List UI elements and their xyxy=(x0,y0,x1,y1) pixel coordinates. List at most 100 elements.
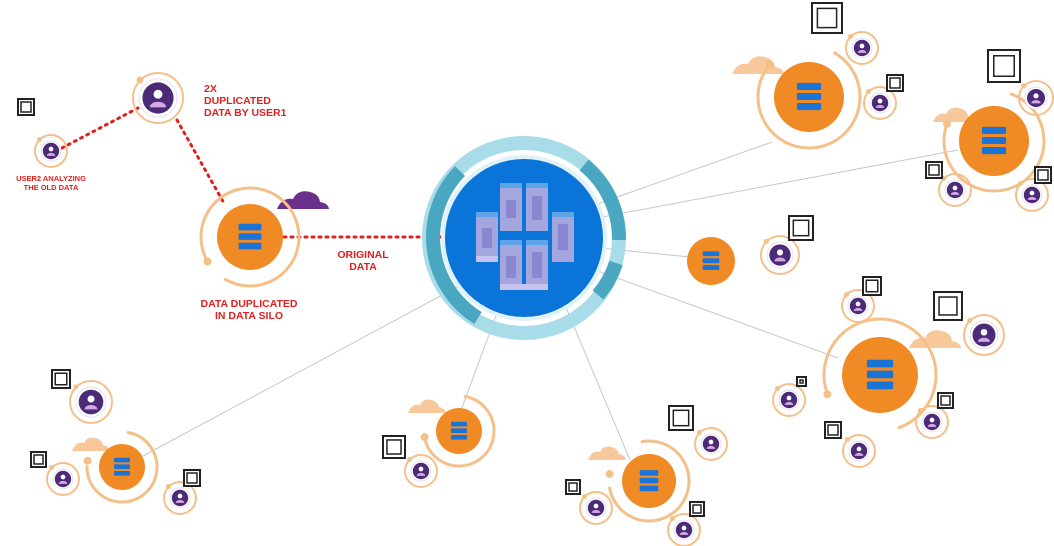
orbit-dot xyxy=(605,470,614,479)
user-ring xyxy=(842,434,876,468)
database-icon xyxy=(796,82,822,111)
database-icon xyxy=(639,470,659,492)
orbit-dot xyxy=(765,60,774,69)
link-line xyxy=(594,141,773,206)
user-ring-dot xyxy=(48,464,54,470)
square-frame-icon xyxy=(987,49,1021,83)
user-node xyxy=(1015,178,1049,212)
user-node xyxy=(579,491,613,525)
user-ring xyxy=(760,235,800,275)
central-data-hub xyxy=(422,136,627,340)
cloud-icon xyxy=(909,330,961,348)
user-ring xyxy=(404,454,438,488)
user-nodes xyxy=(34,31,1054,546)
orbit-ring xyxy=(199,186,301,288)
cloud-icon xyxy=(72,437,110,451)
user-ring xyxy=(132,72,184,124)
user1-label-line3: DATA BY USER1 xyxy=(204,107,287,119)
orbit-dot xyxy=(203,257,212,266)
square-frame-icon xyxy=(925,161,943,179)
user-ring xyxy=(1015,178,1049,212)
user-node xyxy=(34,134,68,168)
orbit-ring xyxy=(608,439,691,523)
database-node xyxy=(942,92,1046,193)
orbit-dot xyxy=(83,456,92,465)
database-icon xyxy=(702,251,720,270)
orbit-ring xyxy=(822,317,938,430)
hub-ring-segment xyxy=(592,260,623,300)
user-ring-dot xyxy=(406,456,412,462)
orbit-dot xyxy=(420,433,429,442)
user-node xyxy=(760,235,800,275)
square-frame-icon xyxy=(811,2,843,34)
database-node xyxy=(822,317,938,430)
database-icon xyxy=(451,421,467,440)
database-node xyxy=(756,51,862,150)
cloud-icon xyxy=(933,107,975,122)
square-frame-icon xyxy=(862,276,882,296)
database-node xyxy=(83,431,159,504)
square-frame-icon xyxy=(886,74,904,92)
dotted-line-user2-user1 xyxy=(60,106,140,150)
user-node xyxy=(938,173,972,207)
user-node xyxy=(163,481,197,515)
user-ring-dot xyxy=(669,515,675,521)
user-node xyxy=(841,289,875,323)
user-ring xyxy=(1018,80,1054,116)
cloud-icon xyxy=(408,399,446,413)
square-frame-icon xyxy=(668,405,694,431)
user-ring xyxy=(34,134,68,168)
user-ring xyxy=(841,289,875,323)
database-node xyxy=(605,439,691,523)
link-line xyxy=(142,279,471,457)
user-ring-dot xyxy=(865,88,871,94)
user-ring xyxy=(579,491,613,525)
square-frame-icon xyxy=(937,392,954,409)
user-ring xyxy=(694,427,728,461)
silo-label-line1: DATA DUPLICATED xyxy=(200,298,297,310)
user-ring-dot xyxy=(774,385,780,391)
user-ring-dot xyxy=(967,318,973,324)
user-ring-dot xyxy=(165,483,171,489)
user-ring xyxy=(863,86,897,120)
database-node xyxy=(199,186,301,288)
user-ring-dot xyxy=(917,407,923,413)
database-icon xyxy=(114,457,130,476)
user-ring-dot xyxy=(843,291,849,297)
central-data-hub-icon xyxy=(476,183,574,290)
orbit-ring xyxy=(942,92,1046,193)
hub-ring-segment xyxy=(579,159,627,241)
user-ring xyxy=(69,380,113,424)
user-ring-dot xyxy=(696,429,702,435)
dotted-line-user1-silo xyxy=(175,118,227,207)
hub-core xyxy=(445,159,603,317)
user-node xyxy=(845,31,879,65)
user2-label-line2: THE OLD DATA xyxy=(24,183,79,192)
user-ring xyxy=(667,513,701,546)
user-node xyxy=(772,383,806,417)
user-node xyxy=(667,513,701,546)
user-ring-dot xyxy=(1021,83,1027,89)
duplication-dotted-lines xyxy=(60,106,450,239)
square-frame-icon xyxy=(796,376,807,387)
square-frame-icon xyxy=(689,501,705,517)
cloud-group xyxy=(72,56,975,460)
square-frame-icon xyxy=(933,291,963,321)
cloud-icon-purple xyxy=(277,191,329,209)
user-node xyxy=(694,427,728,461)
orbit-ring xyxy=(756,51,862,150)
link-line xyxy=(564,304,631,461)
square-frame-icon xyxy=(17,98,35,116)
orbit-dot xyxy=(943,119,952,128)
frame-icons xyxy=(17,2,1052,517)
square-frame-icon xyxy=(51,369,71,389)
user-ring xyxy=(963,314,1005,356)
user1-label-line2: DUPLICATED xyxy=(204,95,271,107)
square-frame-icon xyxy=(824,421,842,439)
orbit-dot xyxy=(823,390,832,399)
user-node xyxy=(915,405,949,439)
square-frame-icon xyxy=(382,435,406,459)
user-ring xyxy=(915,405,949,439)
user-ring-dot xyxy=(844,436,850,442)
